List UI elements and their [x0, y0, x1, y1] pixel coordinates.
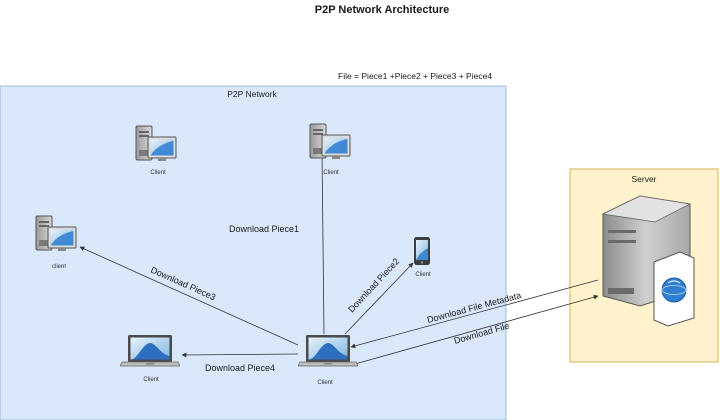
- client-mobile-node: Client: [414, 237, 431, 278]
- laptop-icon: [120, 334, 180, 367]
- edge-piece4: [181, 352, 299, 358]
- web-server-icon: [601, 195, 695, 327]
- client-mobile-label: Client: [415, 272, 431, 278]
- client-top-left-node: Client: [135, 125, 177, 176]
- client-laptop-left-node: Client: [120, 334, 180, 383]
- laptop-icon: [298, 334, 358, 367]
- edge-label-piece1: Download Piece1: [229, 224, 299, 234]
- client-laptop-main-node: Client: [298, 334, 358, 386]
- p2p-network-label: P2P Network: [227, 89, 277, 99]
- edge-file-metadata: [350, 279, 599, 349]
- edge-label-piece4: Download Piece4: [205, 363, 275, 373]
- client-laptop-left-label: Client: [143, 377, 159, 383]
- mobile-phone-icon: [414, 237, 430, 265]
- edge-file: [354, 294, 599, 365]
- client-left-label: client: [52, 264, 66, 270]
- client-top-center-label: Client: [323, 170, 339, 176]
- diagram-title: P2P Network Architecture: [315, 4, 450, 16]
- client-left-node: client: [35, 215, 77, 270]
- server-region-label: Server: [631, 174, 656, 184]
- client-top-center-node: Client: [309, 123, 351, 176]
- server-node: [601, 195, 695, 327]
- edge-piece2: [344, 262, 414, 335]
- file-formula: File = Piece1 +Piece2 + Piece3 + Piece4: [338, 71, 492, 81]
- client-laptop-main-label: Client: [317, 380, 333, 386]
- edge-piece3: [79, 246, 299, 346]
- client-top-left-label: Client: [150, 170, 166, 176]
- edges: [79, 151, 599, 365]
- edge-piece1: [319, 151, 325, 335]
